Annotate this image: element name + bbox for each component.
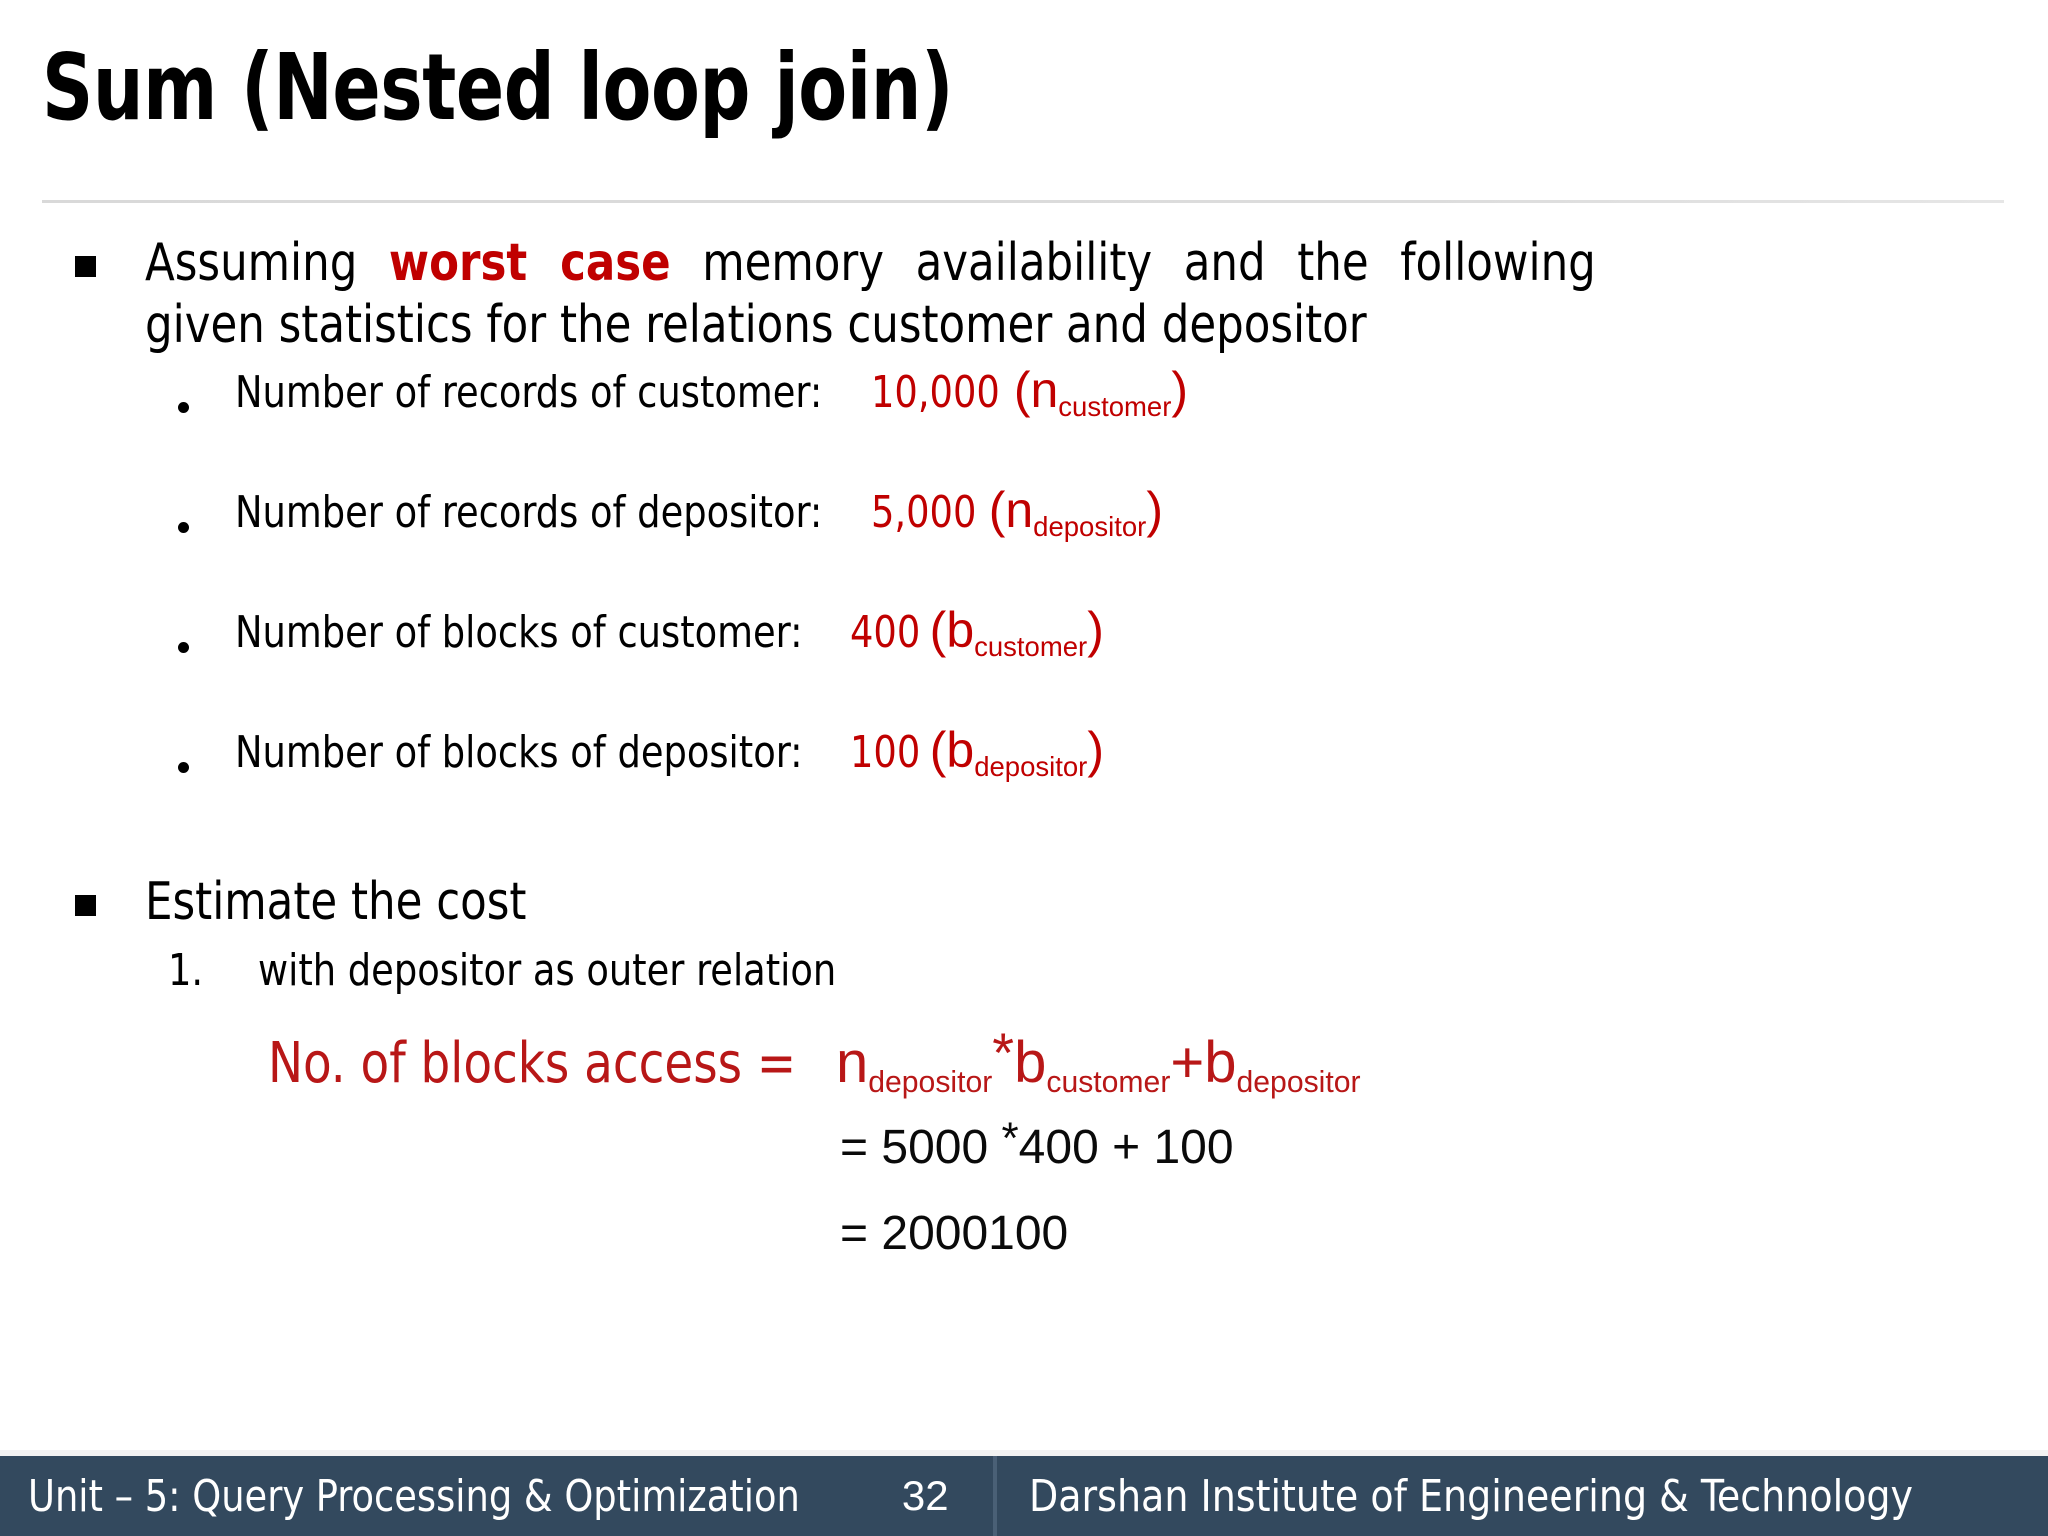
formula-lead: No. of blocks access = — [268, 1031, 797, 1097]
bullet-assuming-text: Assuming worst case memory availability … — [145, 232, 1596, 357]
formula-operator-2: + — [1170, 1030, 1205, 1096]
formula-total: = 2000100 — [840, 1207, 1069, 1261]
page-title: Sum (Nested loop join) — [42, 34, 954, 141]
title-divider — [42, 200, 2004, 203]
formula-operator-1: * — [992, 1021, 1015, 1085]
stat-value-1: 5,000 — [870, 486, 977, 538]
footer-top-highlight — [0, 1450, 2048, 1456]
dot-bullet-icon — [178, 521, 189, 533]
formula-term-3: bdepositor — [1204, 1030, 1361, 1100]
dot-bullet-icon — [178, 401, 189, 413]
stat-symbol-1: (ndepositor) — [988, 481, 1163, 543]
stat-value-2: 400 — [849, 606, 920, 658]
stat-symbol-3: (bdepositor) — [929, 721, 1104, 783]
formula-eq-rest: 400 + 100 — [1018, 1121, 1234, 1175]
assuming-emphasis: worst case — [388, 233, 671, 293]
formula-expression: No. of blocks access = ndepositor*bcusto… — [0, 1025, 2048, 1100]
bullet-assuming: Assuming worst case memory availability … — [0, 232, 2048, 357]
footer-right-group: Darshan Institute of Engineering & Techn… — [997, 1471, 2048, 1522]
slide-footer: Unit – 5: Query Processing & Optimizatio… — [0, 1456, 2048, 1536]
footer-divider — [992, 1456, 997, 1536]
formula-substitution: = 5000 *400 + 100 — [0, 1114, 2048, 1178]
formula-term-2: bcustomer — [1014, 1030, 1171, 1100]
stat-item-3: Number of blocks of depositor: 100 (bdep… — [0, 725, 2048, 845]
numbered-marker-0: 1. — [168, 945, 204, 997]
formula-term-1: ndepositor — [835, 1030, 993, 1100]
stat-value-3: 100 — [849, 726, 920, 778]
stat-item-0: Number of records of customer: 10,000 (n… — [0, 365, 2048, 485]
assuming-post: memory availability and the following gi… — [145, 233, 1596, 356]
formula-eq-lead: = 5000 — [840, 1121, 1002, 1175]
stat-label-2: Number of blocks of customer: — [235, 606, 803, 658]
stat-item-2: Number of blocks of customer: 400 (bcust… — [0, 605, 2048, 725]
stat-symbol-2: (bcustomer) — [929, 601, 1104, 663]
stat-item-1: Number of records of depositor: 5,000 (n… — [0, 485, 2048, 605]
stat-label-1: Number of records of depositor: — [235, 486, 823, 538]
footer-page-number: 32 — [901, 1472, 949, 1519]
assuming-pre: Assuming — [145, 233, 389, 293]
footer-left-group: Unit – 5: Query Processing & Optimizatio… — [0, 1456, 949, 1536]
bullet-estimate: Estimate the cost — [0, 871, 2048, 933]
bullet-estimate-text: Estimate the cost — [145, 871, 527, 932]
numbered-text-0: with depositor as outer relation — [258, 945, 837, 997]
square-bullet-icon — [75, 894, 96, 916]
stat-label-3: Number of blocks of depositor: — [235, 726, 803, 778]
footer-unit-label: Unit – 5: Query Processing & Optimizatio… — [28, 1470, 800, 1522]
formula-eq-star: * — [1001, 1114, 1019, 1164]
numbered-item-0: 1. with depositor as outer relation — [0, 945, 2048, 996]
footer-institute-label: Darshan Institute of Engineering & Techn… — [1028, 1470, 1913, 1522]
slide-body: Assuming worst case memory availability … — [0, 232, 2048, 1264]
dot-bullet-icon — [178, 641, 189, 653]
slide-header: Sum (Nested loop join) — [42, 34, 2006, 200]
dot-bullet-icon — [178, 761, 189, 773]
square-bullet-icon — [75, 256, 96, 277]
stat-label-0: Number of records of customer: — [235, 366, 823, 418]
stat-value-0: 10,000 — [870, 366, 1000, 418]
stat-symbol-0: (ncustomer) — [1013, 361, 1189, 423]
